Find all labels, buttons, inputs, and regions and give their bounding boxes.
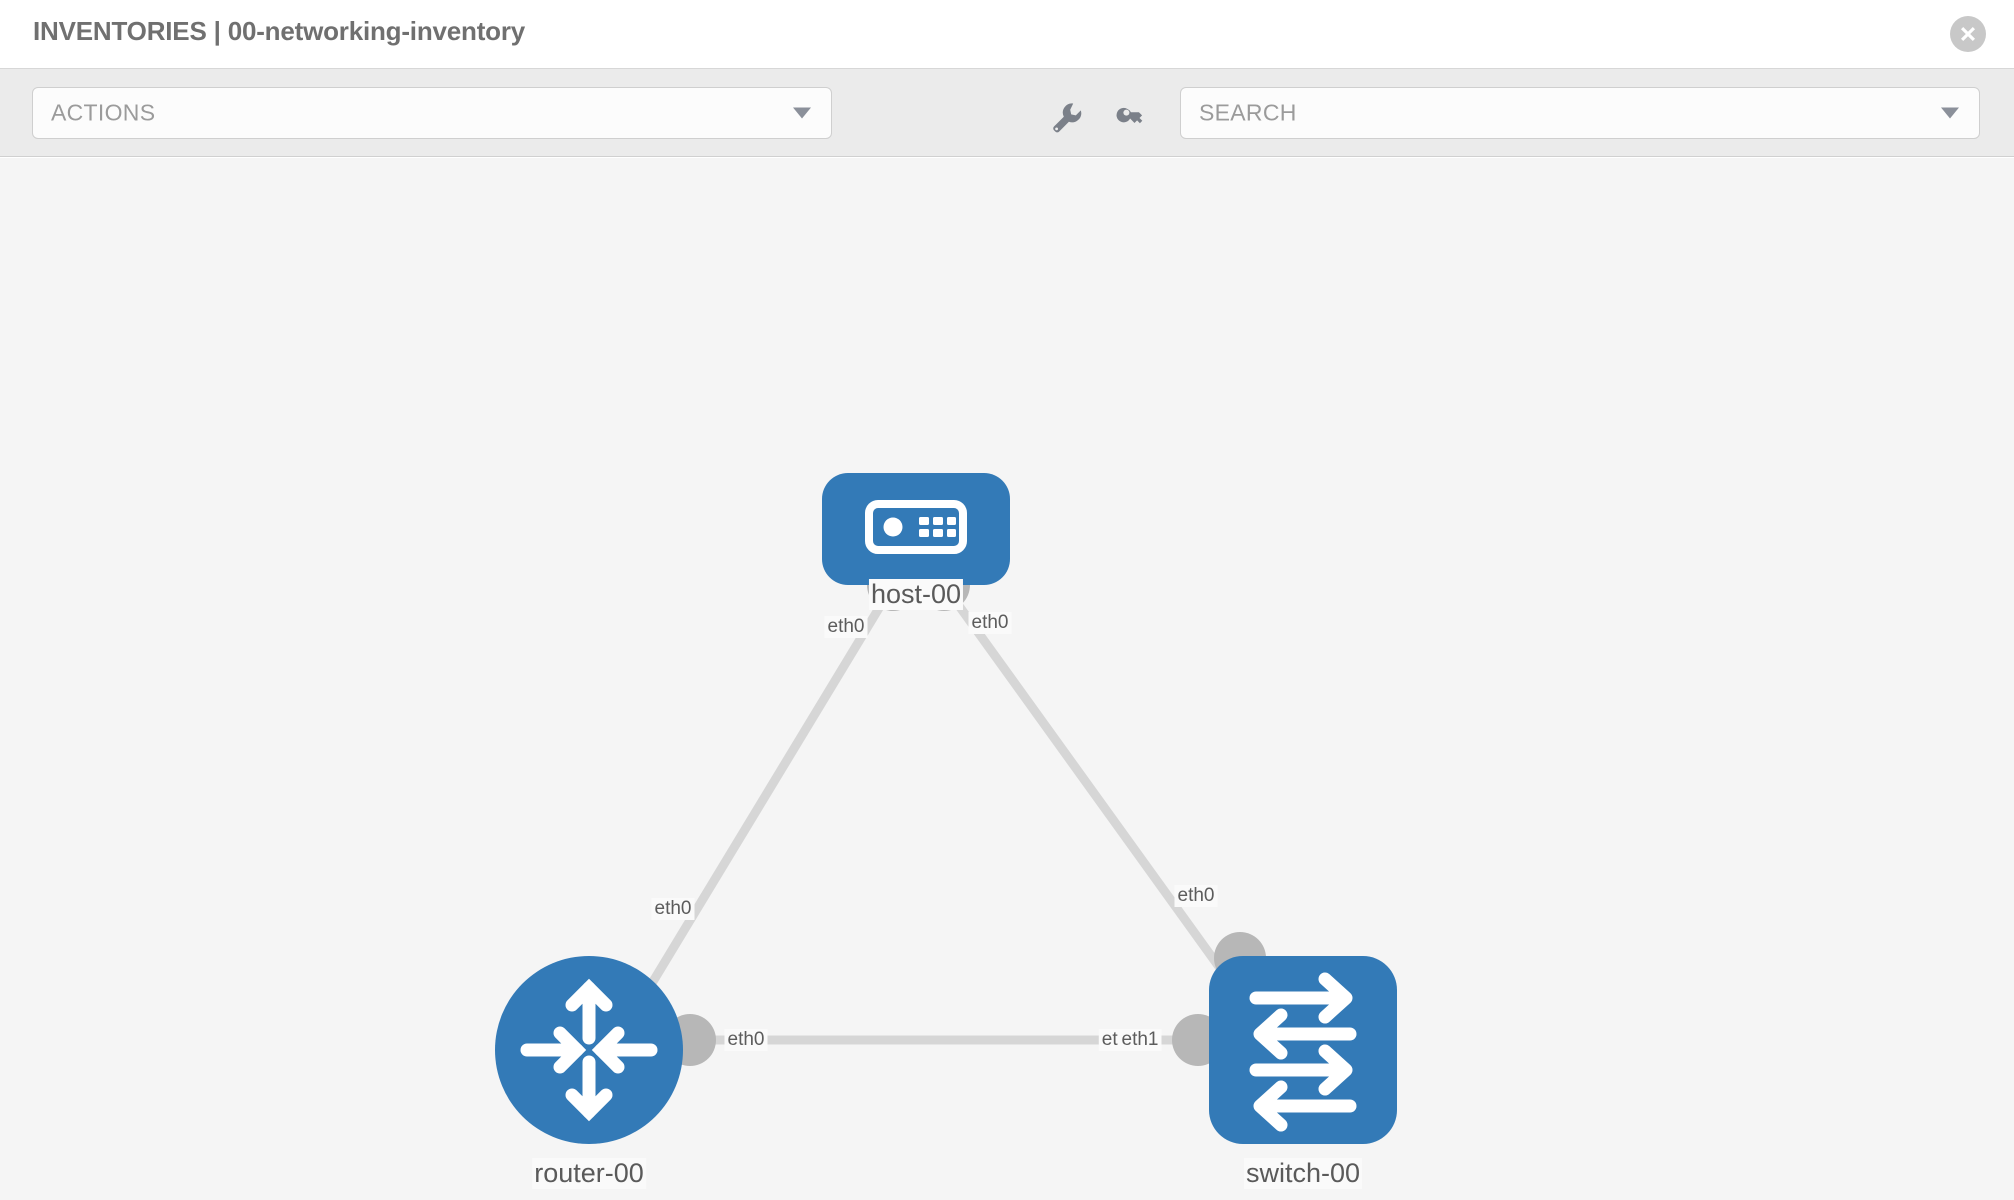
server-icon bbox=[865, 500, 967, 554]
toolbar: ACTIONS SEARCH bbox=[0, 69, 2014, 157]
close-button[interactable] bbox=[1950, 16, 1986, 52]
chevron-down-icon bbox=[1941, 107, 1959, 119]
search-placeholder: SEARCH bbox=[1199, 99, 1297, 126]
iface-label-host00-left: eth0 bbox=[824, 616, 868, 638]
link-host00-switch00[interactable] bbox=[940, 582, 1244, 999]
topology-canvas[interactable]: host-00 router-00 switch-00 eth0 eth0 et… bbox=[0, 158, 2014, 1200]
topology-links bbox=[636, 582, 1244, 1045]
router-icon bbox=[520, 978, 658, 1122]
page-title: INVENTORIES | 00-networking-inventory bbox=[33, 16, 526, 46]
iface-label-router00-eth0: eth0 bbox=[724, 1029, 768, 1051]
node-label-host-00: host-00 bbox=[868, 579, 964, 610]
node-switch-00[interactable] bbox=[1209, 956, 1397, 1144]
node-label-switch-00: switch-00 bbox=[1243, 1158, 1363, 1189]
close-icon bbox=[1961, 27, 1975, 41]
iface-label-host00-right: eth0 bbox=[968, 612, 1012, 634]
chevron-down-icon bbox=[793, 107, 811, 119]
wrench-icon[interactable] bbox=[1046, 97, 1086, 137]
switch-icon bbox=[1249, 972, 1357, 1132]
actions-dropdown[interactable]: ACTIONS bbox=[32, 87, 832, 139]
key-icon[interactable] bbox=[1114, 97, 1154, 137]
iface-label-switch00-eth1: eth1 bbox=[1118, 1029, 1162, 1051]
wrench-glyph bbox=[1053, 103, 1082, 133]
search-input[interactable]: SEARCH bbox=[1180, 87, 1980, 139]
link-host00-router00[interactable] bbox=[636, 582, 897, 1006]
actions-dropdown-label: ACTIONS bbox=[51, 99, 156, 126]
iface-label-switch00-uplink: eth0 bbox=[1174, 885, 1218, 907]
iface-label-router00-uplink: eth0 bbox=[651, 898, 695, 920]
node-host-00[interactable] bbox=[822, 473, 1010, 585]
node-label-router-00: router-00 bbox=[532, 1158, 646, 1189]
topology-graph bbox=[495, 473, 1397, 1144]
key-glyph bbox=[1116, 107, 1143, 124]
node-router-00[interactable] bbox=[495, 956, 683, 1144]
page-header: INVENTORIES | 00-networking-inventory bbox=[0, 0, 2014, 69]
